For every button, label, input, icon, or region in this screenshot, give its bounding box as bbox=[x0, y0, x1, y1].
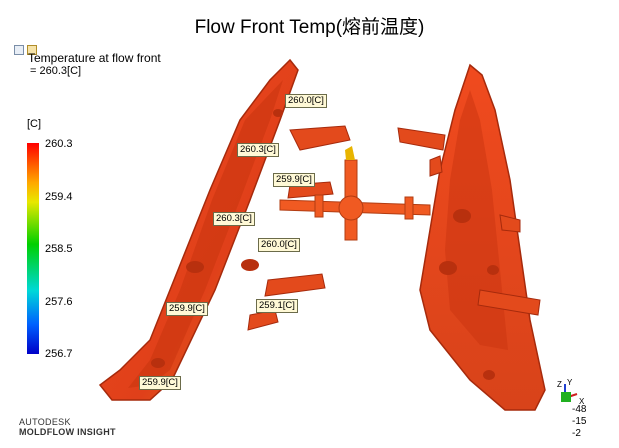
legend-tick-max: 260.3 bbox=[45, 138, 73, 150]
result-toolbar bbox=[14, 45, 37, 55]
probe-label: 260.0[C] bbox=[258, 238, 300, 252]
probe-label: 260.0[C] bbox=[285, 94, 327, 108]
orientation-triad-icon[interactable]: Z Y X bbox=[555, 378, 585, 406]
probe-label: 259.9[C] bbox=[166, 302, 208, 316]
color-scale-bar bbox=[27, 143, 39, 354]
axis-y-label: Y bbox=[567, 378, 573, 387]
result-view-icon[interactable] bbox=[14, 45, 24, 55]
rotation-value: -15 bbox=[572, 416, 587, 427]
legend-tick: 257.6 bbox=[45, 296, 73, 308]
view-rotation-values: -48 -15 -2 bbox=[572, 404, 586, 440]
result-property-icon[interactable] bbox=[27, 45, 37, 55]
legend-unit: [C] bbox=[27, 118, 42, 130]
legend-tick-min: 256.7 bbox=[45, 348, 73, 360]
right-part bbox=[397, 63, 546, 411]
runner-system bbox=[279, 146, 431, 241]
brand-moldflow-insight: MOLDFLOW INSIGHT bbox=[19, 427, 116, 437]
rotation-value: -2 bbox=[572, 428, 581, 439]
left-part bbox=[98, 58, 351, 401]
legend-tick: 259.4 bbox=[45, 191, 73, 203]
probe-label: 259.1[C] bbox=[256, 299, 298, 313]
probe-label: 259.9[C] bbox=[139, 376, 181, 390]
result-name: Temperature at flow front bbox=[28, 51, 161, 65]
probe-label: 259.9[C] bbox=[273, 173, 315, 187]
probe-label: 260.3[C] bbox=[213, 212, 255, 226]
brand-autodesk: AUTODESK bbox=[19, 417, 71, 427]
axis-z-label: Z bbox=[557, 380, 562, 389]
result-value: = 260.3[C] bbox=[30, 65, 82, 77]
axis-x-label: X bbox=[579, 397, 585, 406]
plot-title: Flow Front Temp(熔前温度) bbox=[194, 17, 425, 38]
rotation-value: -48 bbox=[572, 404, 587, 415]
probe-label: 260.3[C] bbox=[237, 143, 279, 157]
legend-tick: 258.5 bbox=[45, 243, 73, 255]
